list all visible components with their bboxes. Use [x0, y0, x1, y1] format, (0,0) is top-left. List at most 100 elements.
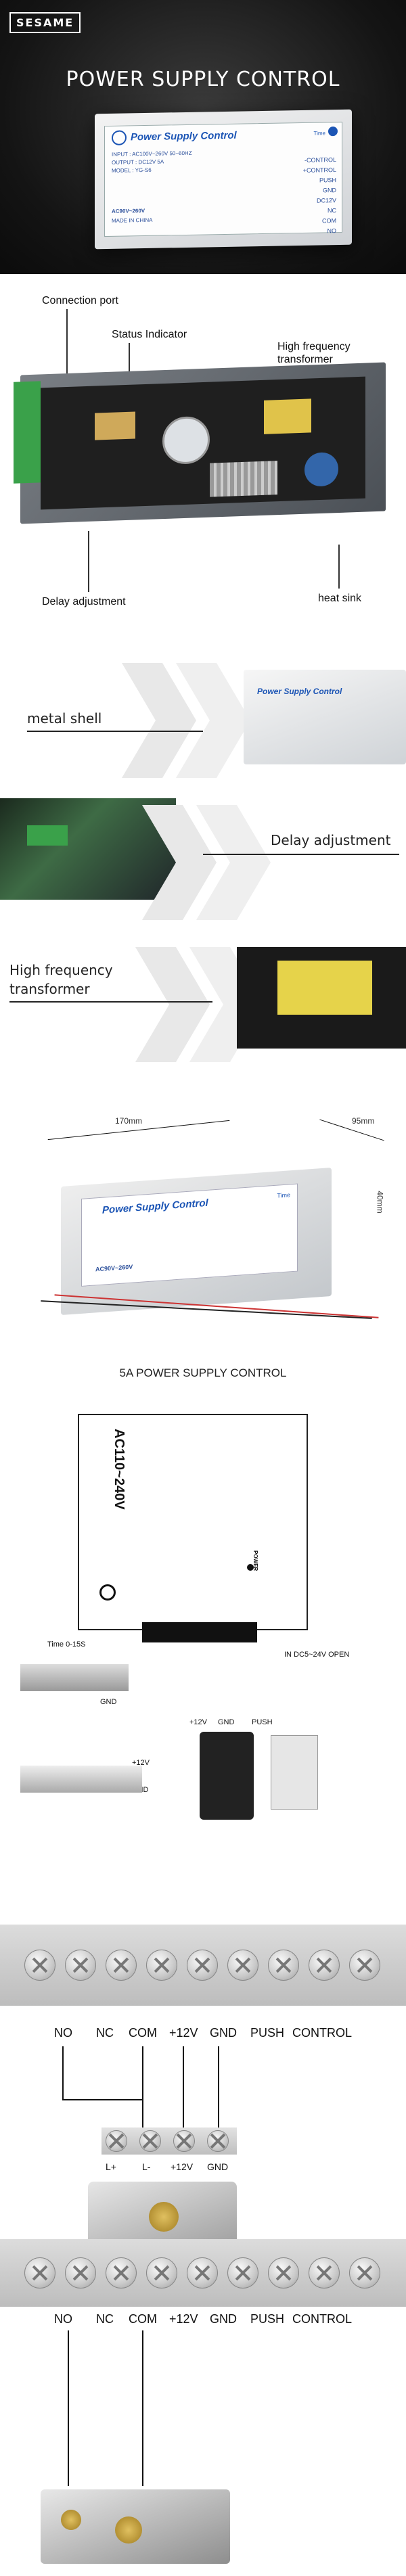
terminal-label-control: CONTROL [292, 2026, 353, 2040]
wire [142, 2330, 143, 2486]
terminal-label: PUSH [319, 177, 336, 184]
underline [203, 854, 399, 855]
leader-line [338, 545, 340, 589]
lock-term-l-plus: L+ [106, 2161, 116, 2172]
dimension-label: Power Supply Control Time AC90V~260V [81, 1183, 298, 1287]
terminal-label-control: CONTROL [292, 2312, 353, 2326]
terminal-label-nc: NC [96, 2026, 114, 2040]
label-title: Power Supply Control [131, 129, 237, 143]
dimension-label-time: Time [277, 1191, 290, 1199]
product-label: Power Supply Control Time INPUT : AC100V… [104, 121, 342, 237]
screw-icon [24, 1950, 55, 1981]
label-time: Time [313, 130, 325, 137]
wire [62, 2099, 143, 2100]
callout-delay-adjustment: Delay adjustment [42, 596, 126, 607]
capacitor-blue [304, 452, 338, 487]
terminal-label-12v: +12V [169, 2312, 198, 2326]
terminal-block [27, 825, 68, 846]
metal-shell-text: metal shell [27, 710, 102, 727]
board-section: Connection port Status Indicator High fr… [0, 274, 406, 649]
wire-plus12v-label-2: +12V [189, 1718, 207, 1726]
terminal-label-nc: NC [96, 2312, 114, 2326]
leader-line [88, 531, 89, 592]
terminal-label-no: NO [54, 2026, 72, 2040]
screw-icon [349, 2257, 380, 2288]
lock-cylinder-icon [149, 2202, 179, 2232]
hf-line-1: High frequency [9, 962, 113, 978]
terminal-label: NO [327, 227, 337, 235]
chevron-graphic [122, 663, 250, 778]
terminal-list: -CONTROL +CONTROL PUSH GND DC12V NC COM … [303, 155, 336, 237]
underline [27, 731, 203, 732]
time-knob-icon [328, 127, 338, 137]
terminal-label: COM [322, 217, 336, 225]
leader-line [66, 309, 68, 390]
capacitor-large [162, 415, 210, 465]
screw-icon [65, 2257, 96, 2288]
rim-lock-photo [41, 2489, 230, 2564]
bolt-lock-photo [20, 1664, 129, 1691]
time-knob-icon [99, 1584, 116, 1601]
leader-line [129, 343, 130, 397]
chevron-graphic [142, 805, 271, 920]
dim-height: 40mm [375, 1191, 385, 1214]
screw-icon [187, 1950, 218, 1981]
screw-icon [139, 2130, 161, 2152]
terminal-label-push: PUSH [250, 2312, 285, 2326]
callout-connection-port: Connection port [42, 295, 118, 306]
brand-text: SESAME [16, 16, 74, 29]
screw-icon [268, 1950, 299, 1981]
dimensions-section: Power Supply Control Time AC90V~260V 170… [0, 1103, 406, 1366]
wire [183, 2046, 184, 2128]
callout-heat-sink: heat sink [318, 593, 362, 604]
lock2-section: NO NC COM +12V GND PUSH CONTROL [0, 2239, 406, 2576]
terminal-label: +CONTROL [302, 166, 336, 174]
label-input: INPUT : AC100V~260V 50~60HZ [112, 150, 192, 158]
screw-icon [309, 1950, 340, 1981]
label-model: MODEL : YG-S6 [112, 166, 152, 174]
wire-gnd-label: GND [100, 1698, 117, 1706]
psu-dimension-photo: Power Supply Control Time AC90V~260V [61, 1168, 332, 1315]
power-board-photo [14, 362, 386, 524]
dimension-label-ac: AC90V~260V [95, 1263, 133, 1273]
terminal-strip [142, 1622, 257, 1642]
power-led-icon [247, 1564, 254, 1571]
terminal-label: NC [328, 207, 336, 214]
time-label: Time 0-15S [47, 1640, 86, 1649]
screw-icon [173, 2130, 195, 2152]
dim-length: 170mm [115, 1116, 143, 1126]
lock-term-l-minus: L- [142, 2161, 151, 2172]
terminal-label: DC12V [316, 197, 336, 204]
screw-icon [187, 2257, 218, 2288]
shell-label-title: Power Supply Control [257, 687, 342, 696]
transformer-core [277, 961, 372, 1015]
feature-delay: Delay adjustment [0, 791, 406, 934]
label-output: OUTPUT : DC12V 5A [112, 158, 164, 166]
delay-adjustment-text: Delay adjustment [271, 832, 391, 848]
wiring-section: 5A POWER SUPPLY CONTROL AC110~240V POWER… [0, 1366, 406, 1908]
screw-icon [106, 1950, 137, 1981]
wire [62, 2046, 64, 2100]
terminal-label-com: COM [129, 2026, 157, 2040]
wire-gnd-label-2: GND [218, 1718, 235, 1726]
screw-icon [227, 2257, 258, 2288]
screw-icon [268, 2257, 299, 2288]
exit-button-photo [271, 1735, 318, 1810]
wire-plus12v-label-3: +12V [132, 1759, 150, 1767]
terminal-label-gnd: GND [210, 2312, 237, 2326]
brand-logo: SESAME [9, 12, 81, 33]
lock-cylinder-icon [61, 2510, 81, 2530]
screw-icon [207, 2130, 229, 2152]
callout-hf-transformer: High frequency transformer [277, 341, 351, 365]
label-made: MADE IN CHINA [112, 216, 153, 224]
heat-sink [210, 461, 277, 497]
screw-icon [349, 1950, 380, 1981]
hero-section: SESAME POWER SUPPLY CONTROL Power Supply… [0, 0, 406, 274]
screw-icon [106, 2130, 127, 2152]
terminal-label: GND [323, 187, 336, 194]
lock-cylinder-icon [115, 2516, 142, 2544]
lock-term-gnd: GND [207, 2161, 229, 2172]
screw-icon [227, 1950, 258, 1981]
transformer-photo [237, 947, 406, 1049]
terminal-label-12v: +12V [169, 2026, 198, 2040]
